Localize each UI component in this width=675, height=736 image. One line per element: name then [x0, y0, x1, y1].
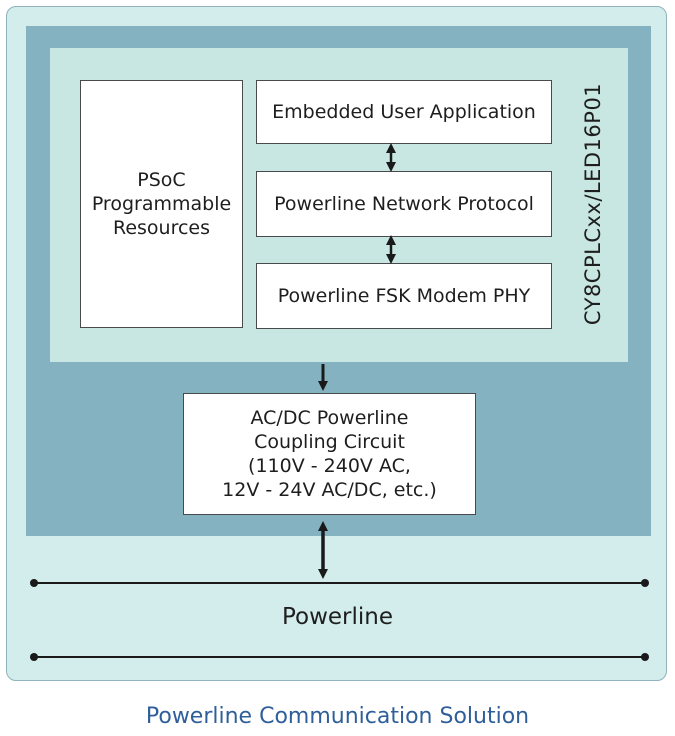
wire-endpoint [641, 579, 649, 587]
psoc-block-label: PSoC Programmable Resources [91, 168, 232, 240]
embedded-user-application-block: Embedded User Application [256, 80, 552, 144]
powerline-label: Powerline [281, 604, 394, 630]
wire-endpoint [641, 653, 649, 661]
protocol-label: Powerline Network Protocol [274, 192, 534, 215]
application-label: Embedded User Application [272, 100, 536, 123]
powerline-network-protocol-block: Powerline Network Protocol [256, 171, 552, 237]
wire-endpoint [30, 579, 38, 587]
coupling-circuit-block: AC/DC Powerline Coupling Circuit (110V -… [183, 393, 476, 515]
psoc-programmable-resources-block: PSoC Programmable Resources [80, 80, 243, 328]
powerline-fsk-modem-phy-block: Powerline FSK Modem PHY [256, 263, 552, 329]
wire-endpoint [30, 653, 38, 661]
phy-label: Powerline FSK Modem PHY [277, 284, 531, 307]
coupling-circuit-label: AC/DC Powerline Coupling Circuit (110V -… [222, 406, 437, 502]
diagram-caption: Powerline Communication Solution [145, 704, 530, 729]
